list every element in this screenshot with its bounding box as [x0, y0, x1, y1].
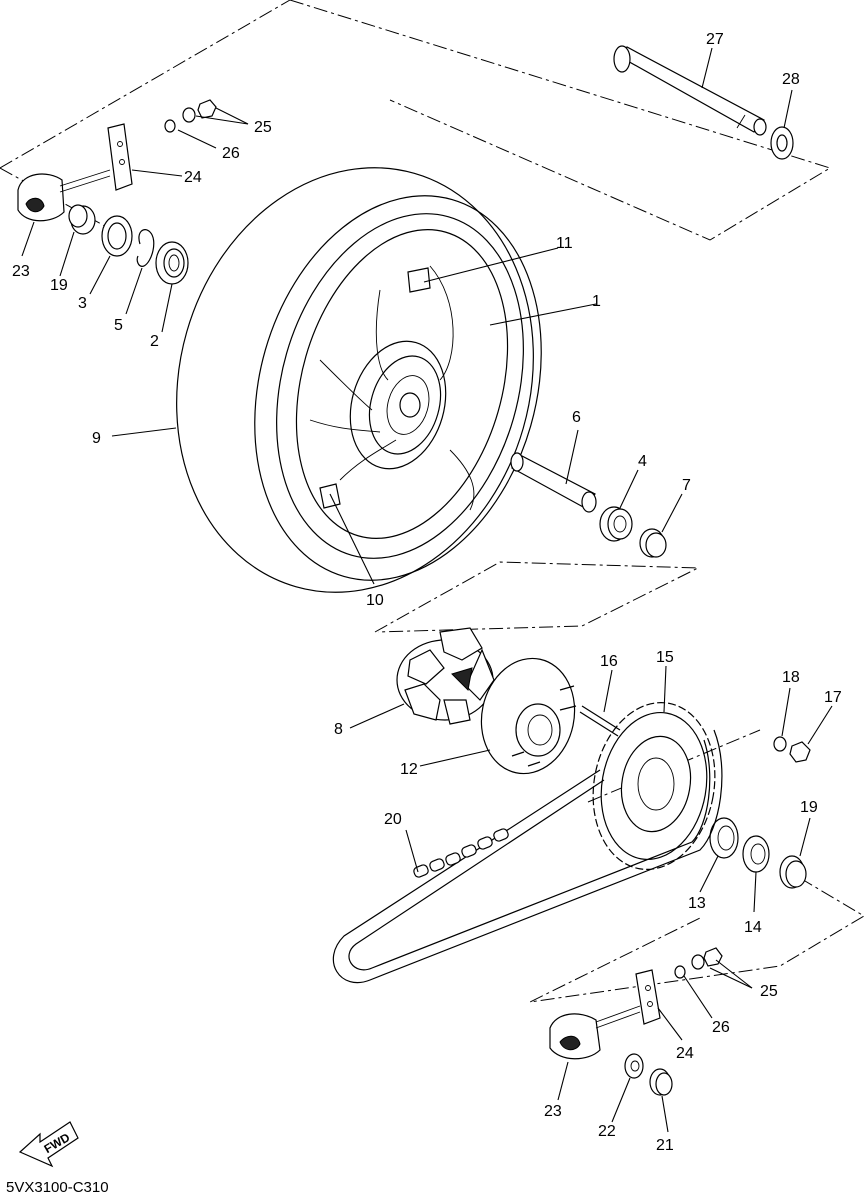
circlip [136, 229, 155, 267]
callout-19-left: 19 [50, 277, 68, 294]
stud-bolt [579, 705, 621, 737]
axle [613, 45, 767, 136]
rear-tire [176, 167, 542, 593]
callout-16: 16 [600, 653, 618, 670]
axle-washer [770, 126, 794, 160]
callout-10: 10 [366, 592, 384, 609]
callout-6: 6 [572, 409, 581, 426]
callout-2: 2 [150, 333, 159, 350]
callout-9: 9 [92, 430, 101, 447]
callout-11: 11 [556, 235, 573, 252]
callout-23-left: 23 [12, 263, 30, 280]
callout-3: 3 [78, 295, 87, 312]
callout-numbers: 1 2 3 4 5 6 7 8 9 10 11 12 13 14 15 16 1… [12, 31, 842, 1154]
wheel-rim [276, 213, 524, 559]
callout-26-right: 26 [712, 1019, 730, 1036]
collar-axle [510, 452, 597, 513]
collar-hub [779, 855, 807, 889]
callout-27: 27 [706, 31, 724, 48]
diagram-code: 5VX3100-C310 [6, 1179, 109, 1196]
oil-seal-left [101, 215, 133, 257]
leader-lines [21, 47, 833, 1133]
bearing-right [599, 506, 633, 542]
bearing-left [155, 241, 189, 285]
callout-4: 4 [638, 453, 647, 470]
callout-18: 18 [782, 669, 800, 686]
adjuster-plate-left [107, 123, 133, 191]
washer-and-nuts-left [164, 99, 217, 133]
washer-lower [624, 1053, 644, 1079]
callout-14: 14 [744, 919, 762, 936]
callout-23-right: 23 [544, 1103, 562, 1120]
callout-21: 21 [656, 1137, 674, 1154]
callout-13: 13 [688, 895, 706, 912]
callout-26-left: 26 [222, 145, 240, 162]
callout-25-left: 25 [254, 119, 272, 136]
washer-and-nuts-right [674, 947, 723, 979]
oil-seal-right [709, 817, 739, 859]
clutch-hub-damper [396, 627, 495, 725]
fwd-arrow-icon: FWD [18, 1121, 79, 1168]
collar-right [639, 528, 667, 558]
callout-17: 17 [824, 689, 842, 706]
callout-22: 22 [598, 1123, 616, 1140]
callout-25-right: 25 [760, 983, 778, 1000]
callout-19-right: 19 [800, 799, 818, 816]
callout-7: 7 [682, 477, 691, 494]
callout-24-right: 24 [676, 1045, 694, 1062]
callout-28: 28 [782, 71, 800, 88]
chain-puller-right [549, 1005, 641, 1060]
callout-15: 15 [656, 649, 674, 666]
callout-8: 8 [334, 721, 343, 738]
nut-lower [649, 1068, 673, 1096]
callout-5: 5 [114, 317, 123, 334]
callout-24-left: 24 [184, 169, 202, 186]
callout-12: 12 [400, 761, 418, 778]
sprocket-washer [773, 736, 787, 752]
drive-chain [332, 729, 723, 984]
chain-puller-left [17, 169, 111, 222]
drive-sprocket [592, 702, 716, 870]
bearing-hub [742, 835, 770, 873]
chain-links [413, 828, 509, 878]
sprocket-nut [789, 741, 811, 763]
callout-1: 1 [592, 293, 601, 310]
collar-left [68, 204, 96, 235]
callout-20: 20 [384, 811, 402, 828]
clutch-hub [480, 657, 577, 775]
adjuster-plate-right [635, 969, 661, 1025]
